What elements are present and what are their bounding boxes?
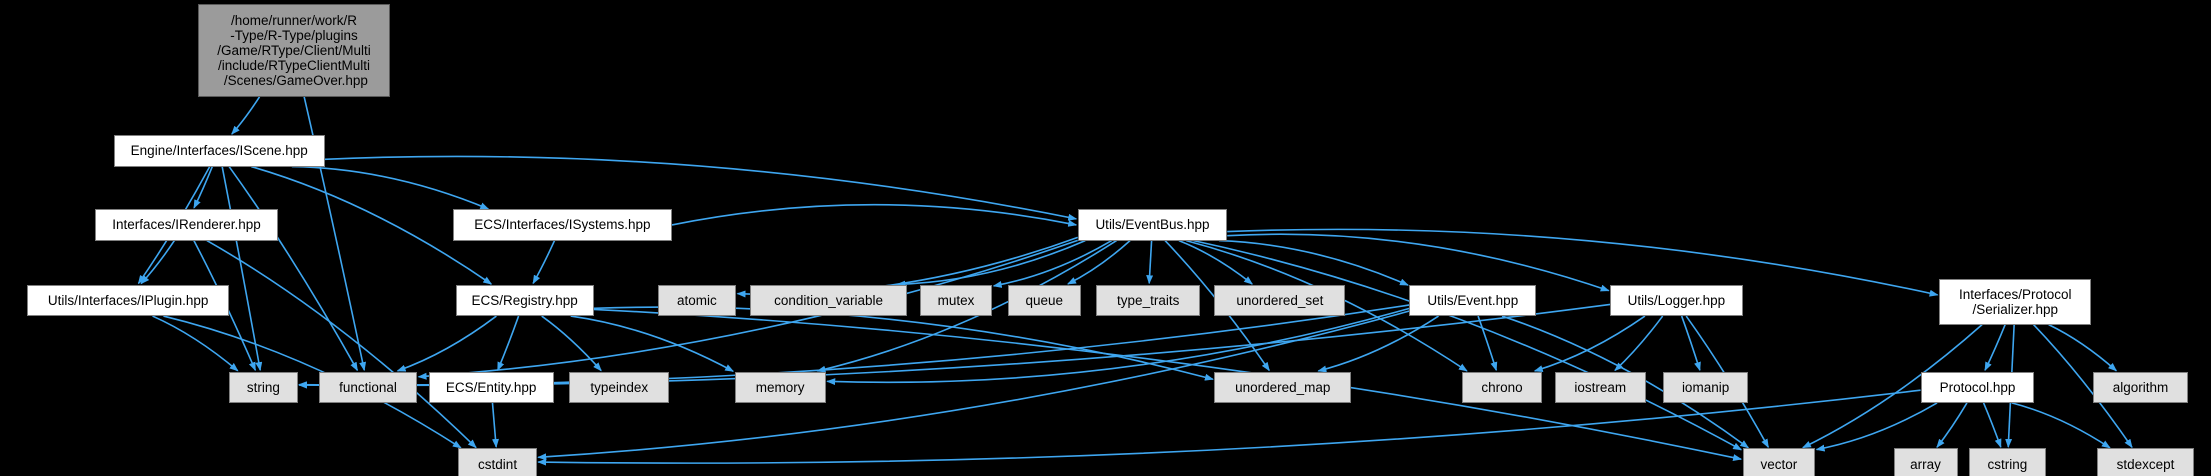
graph-node-queue[interactable]: queue xyxy=(1007,284,1081,317)
edge-protocol-to-vector xyxy=(1815,402,1938,452)
edge-registry-to-memory xyxy=(570,315,735,372)
edge-iscene-to-isystems xyxy=(291,165,490,210)
graph-node-mutex[interactable]: mutex xyxy=(919,284,993,317)
edge-eventbus-to-logger xyxy=(1227,233,1610,292)
edge-iscene-to-functional xyxy=(228,166,359,372)
graph-node-memory[interactable]: memory xyxy=(734,371,826,403)
edge-protocol-to-cstdint xyxy=(537,389,1921,466)
edge-eventbus-to-typetraits xyxy=(1146,240,1154,285)
graph-node-protocol[interactable]: Protocol.hpp xyxy=(1920,371,2035,403)
edge-iscene-to-registry xyxy=(251,165,493,285)
edge-eventbus-to-event xyxy=(1218,239,1409,286)
edge-registry-to-functional xyxy=(396,315,497,372)
edge-event-to-vector xyxy=(1501,315,1750,449)
graph-node-iomanip[interactable]: iomanip xyxy=(1662,371,1749,403)
graph-node-string[interactable]: string xyxy=(229,371,298,403)
edge-iscene-to-eventbus xyxy=(324,155,1078,221)
edge-root-to-iscene xyxy=(231,96,261,135)
edge-registry-to-entity xyxy=(497,315,520,372)
edge-serializer-to-stdexcept xyxy=(2032,324,2133,449)
edge-protocol-to-cstring xyxy=(1982,402,2002,449)
graph-node-cstdint[interactable]: cstdint xyxy=(458,448,537,476)
edge-iplugin-to-string xyxy=(152,315,239,372)
edge-irenderer-to-cstdint xyxy=(206,239,477,449)
graph-node-irenderer[interactable]: Interfaces/IRenderer.hpp xyxy=(95,209,278,241)
edge-eventbus-to-serializer xyxy=(1227,228,1939,297)
edge-eventbus-to-unorderedset xyxy=(1178,239,1253,285)
graph-node-entity[interactable]: ECS/Entity.hpp xyxy=(428,371,554,403)
graph-node-unorderedset[interactable]: unordered_set xyxy=(1214,284,1346,317)
edge-registry-to-typeindex xyxy=(541,315,602,372)
graph-node-typeindex[interactable]: typeindex xyxy=(569,371,670,403)
edge-serializer-to-algorithm xyxy=(2048,323,2118,372)
graph-node-algorithm[interactable]: algorithm xyxy=(2092,371,2189,403)
graph-node-eventbus[interactable]: Utils/EventBus.hpp xyxy=(1077,209,1228,241)
edge-entity-to-cstdint xyxy=(491,402,499,448)
edge-serializer-to-protocol xyxy=(1984,324,2006,372)
graph-node-chrono[interactable]: chrono xyxy=(1462,371,1542,403)
edge-eventbus-to-condvar xyxy=(896,239,1086,288)
graph-node-iplugin[interactable]: Utils/Interfaces/IPlugin.hpp xyxy=(27,284,230,317)
edge-event-to-chrono xyxy=(1477,315,1498,372)
edge-eventbus-to-functional xyxy=(417,239,1079,380)
edge-root-to-functional xyxy=(303,96,367,372)
edge-event-to-unorderedmap xyxy=(1317,315,1439,373)
graph-node-root[interactable]: /home/runner/work/R -Type/R-Type/plugins… xyxy=(197,4,391,97)
edge-event-to-cstdint xyxy=(537,310,1410,461)
edge-logger-to-iostream xyxy=(1614,315,1664,372)
graph-node-condvar[interactable]: condition_variable xyxy=(750,284,907,317)
graph-node-stdexcept[interactable]: stdexcept xyxy=(2097,448,2194,476)
graph-node-registry[interactable]: ECS/Registry.hpp xyxy=(455,284,594,317)
edge-irenderer-to-iplugin xyxy=(140,240,176,285)
graph-node-vector[interactable]: vector xyxy=(1742,448,1816,476)
graph-node-iscene[interactable]: Engine/Interfaces/IScene.hpp xyxy=(113,135,325,167)
graph-node-serializer[interactable]: Interfaces/Protocol /Serializer.hpp xyxy=(1939,279,2092,325)
graph-node-atomic[interactable]: atomic xyxy=(657,284,737,317)
edge-serializer-to-vector xyxy=(1802,324,1983,449)
edge-logger-to-chrono xyxy=(1533,315,1646,372)
edge-isystems-to-registry xyxy=(532,240,556,285)
edge-eventbus-to-queue xyxy=(1067,240,1131,285)
edge-isystems-to-eventbus xyxy=(671,203,1078,227)
edge-iplugin-to-cstdint xyxy=(163,315,462,449)
edge-protocol-to-array xyxy=(1936,402,1968,449)
edge-protocol-to-stdexcept xyxy=(2011,402,2111,449)
edge-event-to-memory xyxy=(826,307,1410,386)
edge-iscene-to-irenderer xyxy=(193,166,214,209)
graph-node-logger[interactable]: Utils/Logger.hpp xyxy=(1610,284,1743,317)
graph-node-array[interactable]: array xyxy=(1893,448,1958,476)
edge-eventbus-to-mutex xyxy=(992,239,1113,288)
graph-node-event[interactable]: Utils/Event.hpp xyxy=(1409,284,1537,317)
graph-node-typetraits[interactable]: type_traits xyxy=(1096,284,1201,317)
graph-node-unorderedmap[interactable]: unordered_map xyxy=(1214,371,1352,403)
edge-logger-to-iomanip xyxy=(1680,315,1701,372)
graph-node-cstring[interactable]: cstring xyxy=(1968,448,2046,476)
edge-eventbus-to-memory xyxy=(816,239,1117,373)
graph-node-iostream[interactable]: iostream xyxy=(1554,371,1646,403)
graph-node-isystems[interactable]: ECS/Interfaces/ISystems.hpp xyxy=(452,209,672,241)
graph-node-functional[interactable]: functional xyxy=(318,371,418,403)
